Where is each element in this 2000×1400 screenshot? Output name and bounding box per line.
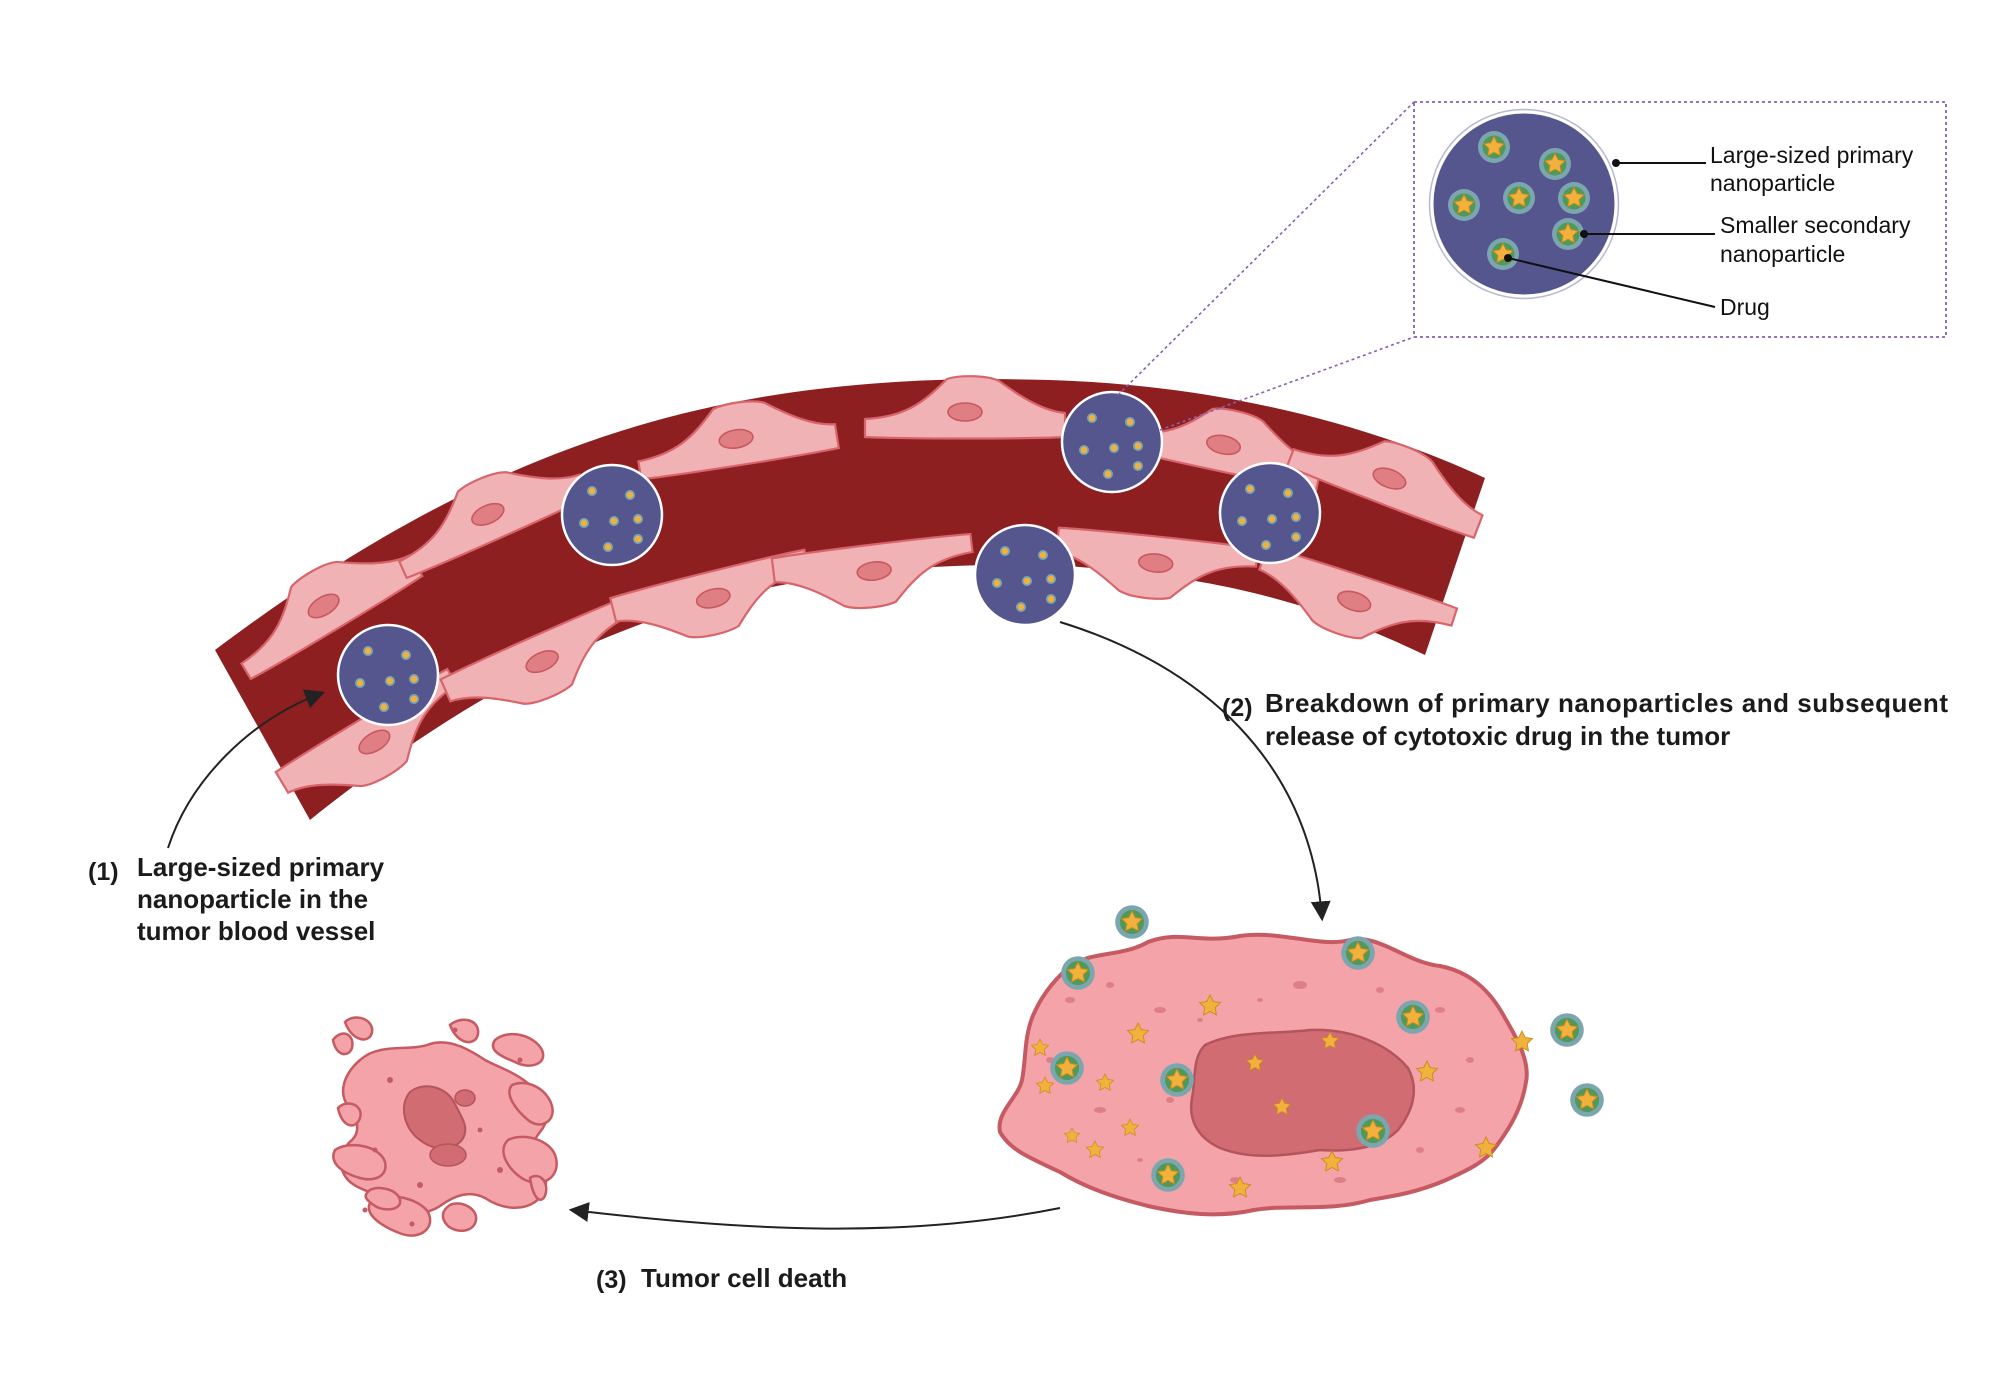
tumor-blood-vessel — [215, 375, 1497, 826]
step1-line3: tumor blood vessel — [137, 916, 375, 946]
dead-cell-fragment — [343, 1016, 374, 1041]
step1-label: (1) Large-sized primary nanoparticle in … — [88, 852, 385, 946]
arrow-step3 — [568, 1202, 1061, 1230]
secondary-nanoparticle — [1341, 936, 1375, 970]
primary-nanoparticle — [562, 465, 662, 565]
step2-line2: release of cytotoxic drug in the tumor — [1265, 721, 1730, 751]
arrow-step2 — [1059, 621, 1331, 922]
step2-line1: Breakdown of primary nanoparticles and s… — [1265, 688, 1948, 718]
step1-line1: Large-sized primary — [137, 852, 385, 882]
dead-cell-nucleus — [402, 1085, 467, 1150]
leader-dot-secondary — [1580, 230, 1588, 238]
step3-label: (3) Tumor cell death — [596, 1263, 847, 1294]
leader-drug — [1507, 257, 1716, 308]
secondary-nanoparticle — [1151, 1158, 1185, 1192]
step3-line1: Tumor cell death — [641, 1263, 847, 1293]
label-secondary-line2: nanoparticle — [1720, 241, 1845, 267]
dead-cell-fragment — [502, 1135, 558, 1184]
label-primary-line2: nanoparticle — [1710, 170, 1835, 196]
step3-number: (3) — [596, 1266, 627, 1294]
secondary-nanoparticle — [1550, 1013, 1584, 1047]
label-secondary-line1: Smaller secondary — [1720, 212, 1911, 238]
dead-cell-fragment — [336, 1102, 362, 1127]
primary-nanoparticle — [338, 625, 438, 725]
dead-cell-fragment — [448, 1018, 480, 1044]
dead-cell-fragment — [528, 1174, 548, 1201]
secondary-nanoparticle — [1356, 1114, 1390, 1148]
secondary-nanoparticle — [1396, 1000, 1430, 1034]
step2-label: (2) Breakdown of primary nanoparticles a… — [1222, 688, 1948, 751]
dead-cell-fragment — [364, 1186, 402, 1211]
zoom-line-top — [1117, 101, 1415, 396]
secondary-nanoparticle — [1478, 131, 1510, 163]
primary-nanoparticle — [1062, 392, 1162, 492]
dead-cell-fragment — [508, 1081, 554, 1126]
dead-tumor-cell — [331, 1016, 558, 1237]
primary-nanoparticle — [975, 525, 1075, 625]
dead-cell-fragment — [491, 1032, 545, 1067]
step1-number: (1) — [88, 858, 119, 886]
secondary-nanoparticle — [1503, 182, 1535, 214]
process-arrows — [167, 621, 1331, 1230]
secondary-nanoparticle — [1552, 218, 1584, 250]
inset-primary-nanoparticle — [1428, 108, 1620, 300]
label-primary-line1: Large-sized primary — [1710, 142, 1914, 168]
dead-cell-fragment — [332, 1143, 387, 1181]
secondary-nanoparticle — [1558, 182, 1590, 214]
dead-cell-fragment — [454, 1089, 476, 1107]
secondary-nanoparticle — [1050, 1051, 1084, 1085]
tumor-cell — [997, 905, 1604, 1217]
secondary-nanoparticle — [1061, 956, 1095, 990]
primary-nanoparticle — [1220, 463, 1320, 563]
leader-dot-drug — [1504, 254, 1512, 262]
step1-line2: nanoparticle in the — [137, 884, 368, 914]
label-drug: Drug — [1720, 294, 1770, 320]
secondary-nanoparticle — [1570, 1083, 1604, 1117]
inset-zoom: Large-sized primary nanoparticle Smaller… — [1117, 101, 1947, 431]
dead-cell-fragment — [429, 1143, 467, 1167]
arrow-step1 — [167, 689, 326, 849]
secondary-nanoparticle — [1539, 148, 1571, 180]
secondary-nanoparticle — [1448, 189, 1480, 221]
dead-cell-fragment — [331, 1032, 354, 1056]
secondary-nanoparticle — [1115, 905, 1149, 939]
leader-dot-primary — [1612, 159, 1620, 167]
dead-cell-fragment — [441, 1202, 478, 1233]
secondary-nanoparticle — [1487, 238, 1519, 270]
step2-number: (2) — [1222, 694, 1253, 722]
secondary-nanoparticle — [1160, 1063, 1194, 1097]
dead-cell-granules — [362, 1027, 523, 1227]
